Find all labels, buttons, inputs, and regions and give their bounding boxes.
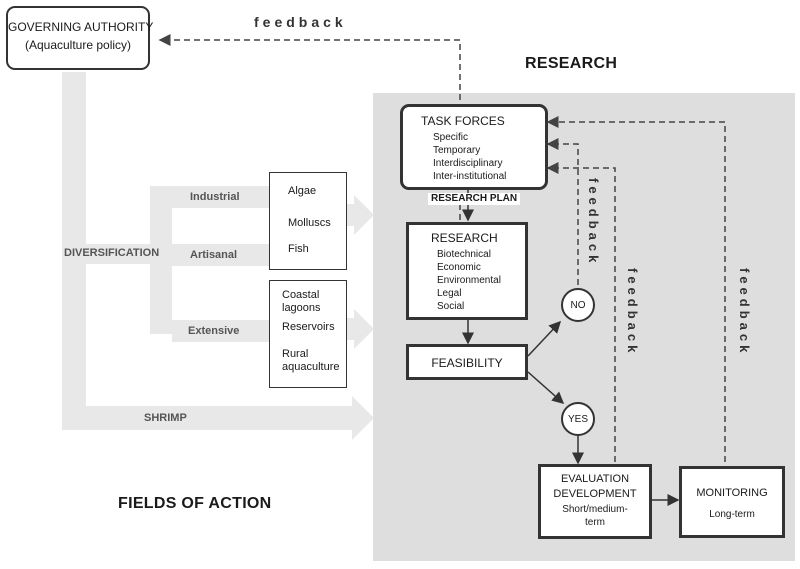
- evaluation-term-label-2: term: [585, 517, 605, 528]
- species-item: Fish: [288, 243, 309, 255]
- monitoring-title: MONITORING: [696, 487, 768, 499]
- diversification-label: DIVERSIFICATION: [64, 247, 160, 259]
- monitoring-box: MONITORING Long-term: [679, 466, 785, 538]
- research-plan-label: RESEARCH PLAN: [428, 193, 521, 205]
- evaluation-development-box: EVALUATION DEVELOPMENT Short/medium- ter…: [538, 464, 652, 539]
- species-item: Molluscs: [288, 217, 331, 229]
- research-box: RESEARCH Biotechnical Economic Environme…: [406, 222, 528, 320]
- governing-authority-box: GOVERNING AUTHORITY (Aquaculture policy): [6, 6, 154, 70]
- feasibility-box: FEASIBILITY: [406, 344, 528, 380]
- extensive-item: aquaculture: [282, 361, 340, 373]
- feedback-label-vertical-1: feedback: [586, 178, 601, 267]
- research-box-item: Economic: [437, 262, 481, 273]
- gray-flow-bands: [62, 72, 374, 440]
- task-forces-item: Interdisciplinary: [433, 158, 503, 169]
- research-box-item: Environmental: [437, 275, 501, 286]
- task-forces-item: Specific: [433, 132, 469, 143]
- task-forces-box: TASK FORCES Specific Temporary Interdisc…: [400, 104, 548, 190]
- feasibility-label: FEASIBILITY: [431, 356, 503, 370]
- extensive-item: Rural: [282, 348, 309, 360]
- governing-authority-subtitle: (Aquaculture policy): [24, 38, 132, 52]
- fields-of-action-heading: FIELDS OF ACTION: [118, 495, 272, 512]
- monitoring-sub: Long-term: [709, 509, 755, 520]
- decision-yes-circle: YES: [561, 402, 595, 436]
- decision-no-label: NO: [570, 299, 586, 311]
- research-heading: RESEARCH: [525, 55, 618, 72]
- evaluation-term-label: Short/medium-: [562, 504, 628, 515]
- feedback-label-vertical-2: feedback: [625, 268, 640, 357]
- extensive-label: Extensive: [188, 325, 240, 337]
- research-box-item: Biotechnical: [437, 249, 491, 260]
- feedback-label-top: feedback: [254, 14, 347, 30]
- evaluation-label: EVALUATION: [560, 473, 630, 485]
- extensive-box: Coastal lagoons Reservoirs Rural aquacul…: [269, 280, 347, 388]
- research-flow-arrows: [462, 190, 680, 506]
- research-box-item: Legal: [437, 288, 462, 299]
- industrial-label: Industrial: [190, 191, 240, 203]
- feedback-label-vertical-3: feedback: [737, 268, 752, 357]
- artisanal-label: Artisanal: [190, 249, 238, 261]
- task-forces-item: Temporary: [433, 145, 481, 156]
- decision-no-circle: NO: [561, 288, 595, 322]
- development-label: DEVELOPMENT: [553, 488, 637, 500]
- species-box: Algae Molluscs Fish: [269, 172, 347, 270]
- governing-authority-title: GOVERNING AUTHORITY: [8, 20, 154, 34]
- extensive-item: Reservoirs: [282, 321, 335, 333]
- task-forces-item: Inter-institutional: [433, 171, 507, 182]
- task-forces-title: TASK FORCES: [421, 114, 505, 128]
- research-box-item: Social: [437, 301, 465, 312]
- research-box-title: RESEARCH: [431, 231, 498, 245]
- decision-yes-label: YES: [567, 413, 588, 425]
- species-item: Algae: [288, 185, 317, 197]
- shrimp-label: SHRIMP: [144, 412, 187, 424]
- extensive-item: Coastal: [282, 289, 320, 301]
- extensive-item: lagoons: [282, 302, 321, 314]
